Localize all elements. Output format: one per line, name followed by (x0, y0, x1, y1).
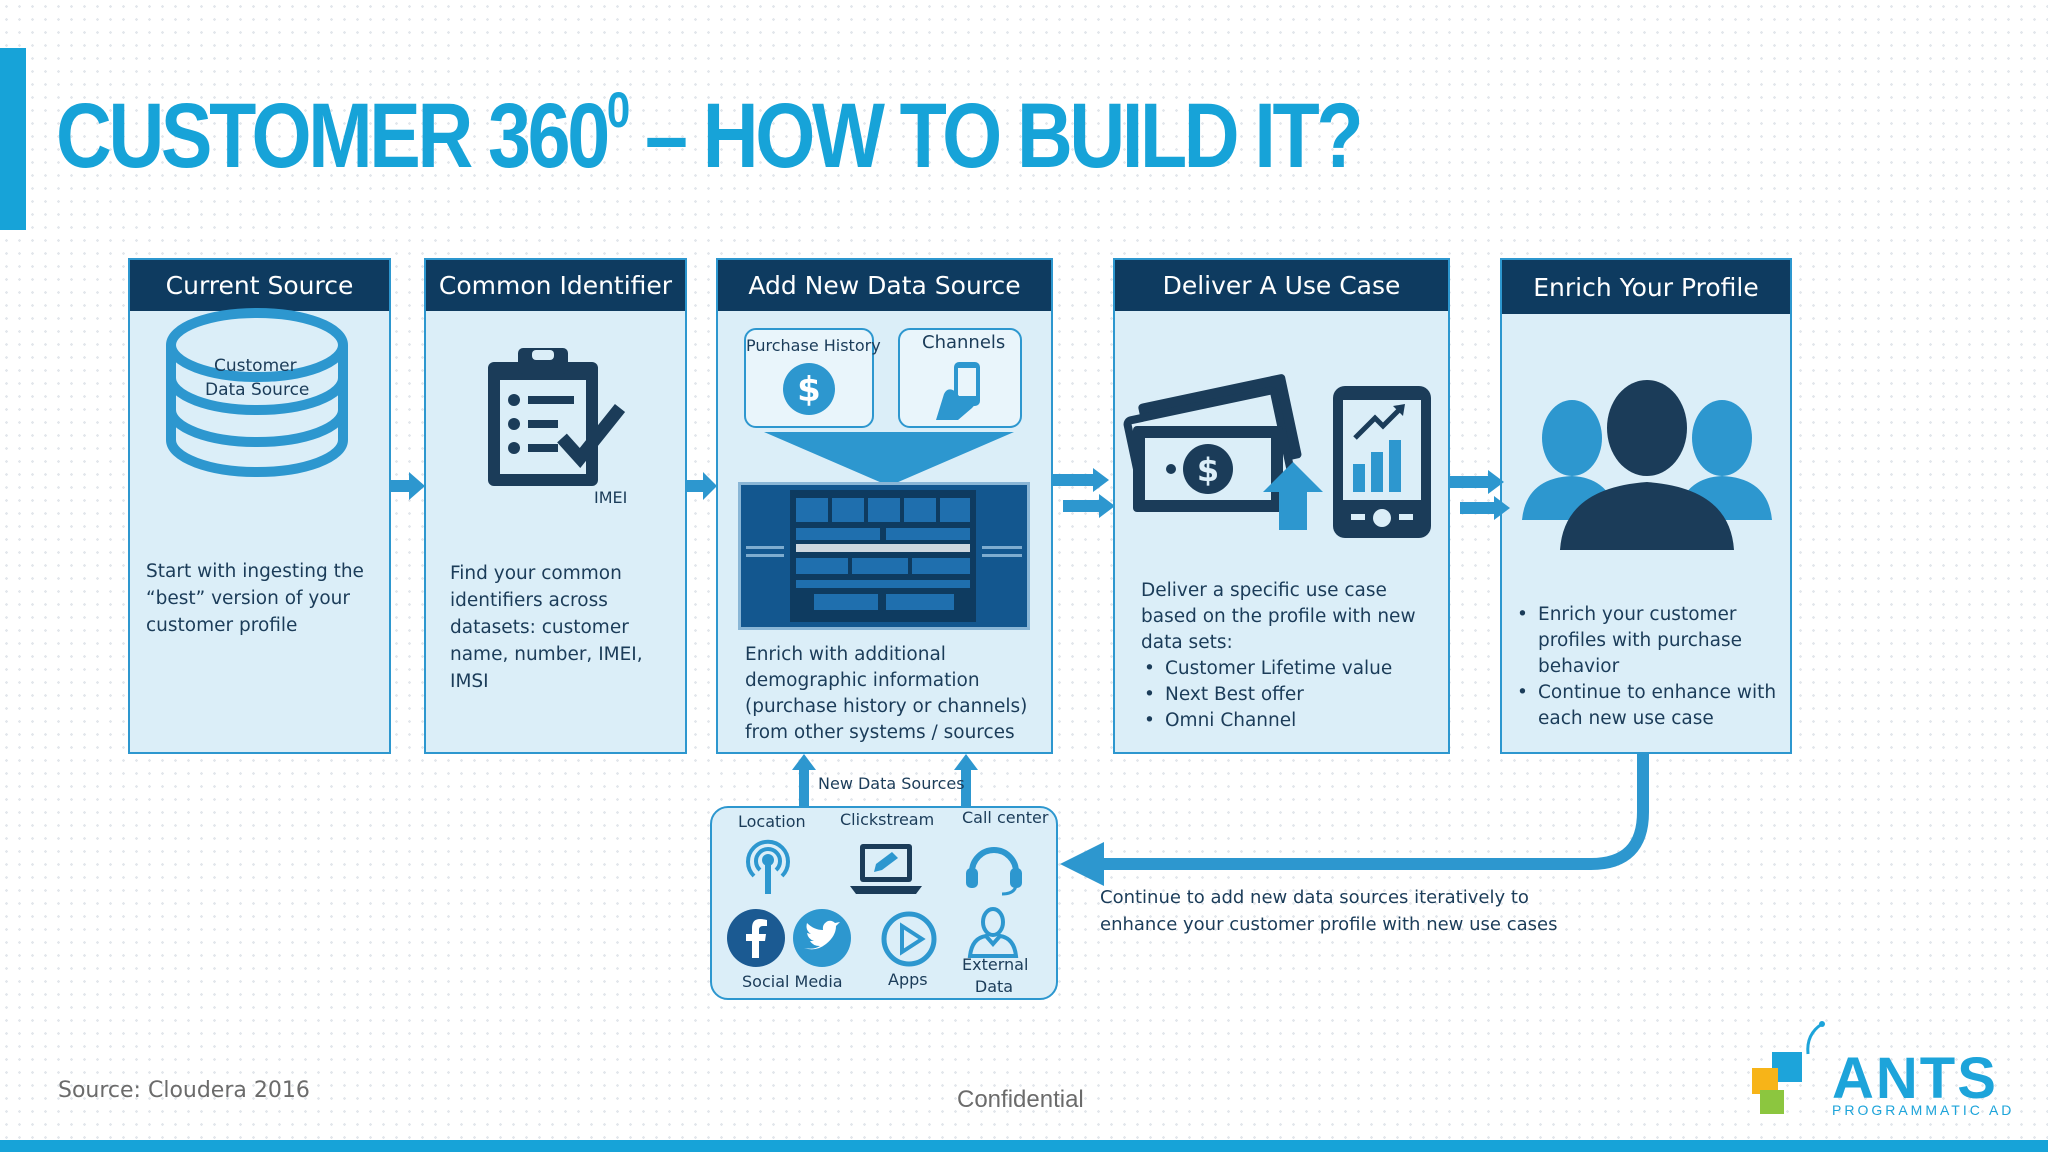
checklist-clipboard-icon (488, 348, 626, 486)
phone-in-hand-icon (936, 362, 980, 420)
use-case-intro: Deliver a specific use case based on the… (1141, 580, 1416, 653)
channels-label: Channels (922, 332, 1006, 353)
arrow-current-to-identifier (391, 472, 425, 500)
list-item: Omni Channel (1141, 708, 1443, 734)
step-description: Enrich your customer profiles with purch… (1514, 602, 1784, 732)
source-apps-label: Apps (888, 970, 928, 989)
step-description: Deliver a specific use case based on the… (1141, 578, 1443, 734)
source-social-media-label: Social Media (742, 972, 843, 991)
source-clickstream-label: Clickstream (840, 810, 935, 829)
list-item: Customer Lifetime value (1141, 656, 1443, 682)
database-icon (166, 308, 348, 477)
bottom-accent-bar (0, 1140, 2048, 1152)
step-header: Deliver A Use Case (1115, 260, 1448, 311)
arrow-new-sources-up-right (954, 754, 978, 808)
source-external-data-label: External Data (962, 955, 1029, 996)
step-description: Find your common identifiers across data… (450, 563, 643, 692)
laptop-edit-icon (850, 844, 922, 894)
new-data-sources-panel (710, 806, 1058, 1000)
step-header: Common Identifier (426, 260, 685, 311)
ants-logo-text: ANTS (1832, 1046, 1998, 1111)
cash-money-icon: $ (1123, 374, 1323, 530)
step-header: Current Source (130, 260, 389, 311)
arrow-new-source-to-use-case (1053, 468, 1115, 518)
purchase-history-label: Purchase History (746, 336, 881, 355)
dollar-coin-icon: $ (783, 363, 835, 415)
database-label-line1: Customer (214, 356, 297, 376)
arrow-identifier-to-new-source (687, 472, 717, 500)
play-app-icon (881, 911, 937, 967)
list-item: Continue to enhance with each new use ca… (1514, 680, 1784, 732)
list-item: Next Best offer (1141, 682, 1443, 708)
confidential-label: Confidential (957, 1086, 1084, 1113)
ants-logo-icon (1752, 1021, 1825, 1114)
step-current-source: Current Source Customer Data Source Star… (128, 258, 391, 754)
step-deliver-use-case: Deliver A Use Case $ Deliver a specific … (1113, 258, 1450, 754)
source-citation: Source: Cloudera 2016 (58, 1078, 310, 1103)
mobile-analytics-icon (1333, 386, 1431, 538)
location-broadcast-icon (746, 839, 790, 894)
twitter-icon (793, 909, 851, 967)
step-add-new-data-source: Add New Data Source Purchase History $ C… (716, 258, 1053, 754)
step-enrich-profile: Enrich Your Profile Enrich your customer… (1500, 258, 1792, 754)
step-header: Enrich Your Profile (1502, 260, 1790, 314)
title-accent-bar (0, 48, 26, 230)
new-data-sources-label: New Data Sources (818, 774, 965, 793)
headset-icon (966, 847, 1022, 896)
identifier-label: IMEI (594, 488, 628, 507)
user-group-icon (1522, 380, 1772, 550)
database-label-line2: Data Source (205, 380, 310, 400)
external-user-icon (967, 907, 1019, 958)
loop-description: Continue to add new data sources iterati… (1100, 887, 1558, 935)
funnel-arrow (764, 432, 1014, 486)
svg-text:$: $ (797, 370, 821, 410)
enrich-list: Enrich your customer profiles with purch… (1514, 602, 1784, 732)
ants-logo-tagline: PROGRAMMATIC AD (1832, 1102, 2015, 1118)
step-description: Start with ingesting the “best” version … (146, 561, 364, 636)
use-case-list: Customer Lifetime value Next Best offer … (1141, 656, 1443, 734)
iteration-loop-arrow (1060, 752, 1649, 886)
svg-text:$: $ (1197, 451, 1219, 489)
source-call-center-label: Call center (962, 808, 1049, 827)
source-location-label: Location (738, 812, 806, 831)
step-description: Enrich with additional demographic infor… (745, 644, 1028, 743)
step-common-identifier: Common Identifier IMEI Find your common … (424, 258, 687, 754)
arrow-use-case-to-enrich (1450, 470, 1510, 520)
arrow-new-sources-up-left (792, 754, 816, 808)
page-title: CUSTOMER 3600 – HOW TO BUILD IT? (56, 82, 1364, 187)
data-platform-architecture-icon (738, 482, 1030, 630)
facebook-icon (727, 909, 785, 967)
step-header: Add New Data Source (718, 260, 1051, 311)
list-item: Enrich your customer profiles with purch… (1514, 602, 1784, 680)
